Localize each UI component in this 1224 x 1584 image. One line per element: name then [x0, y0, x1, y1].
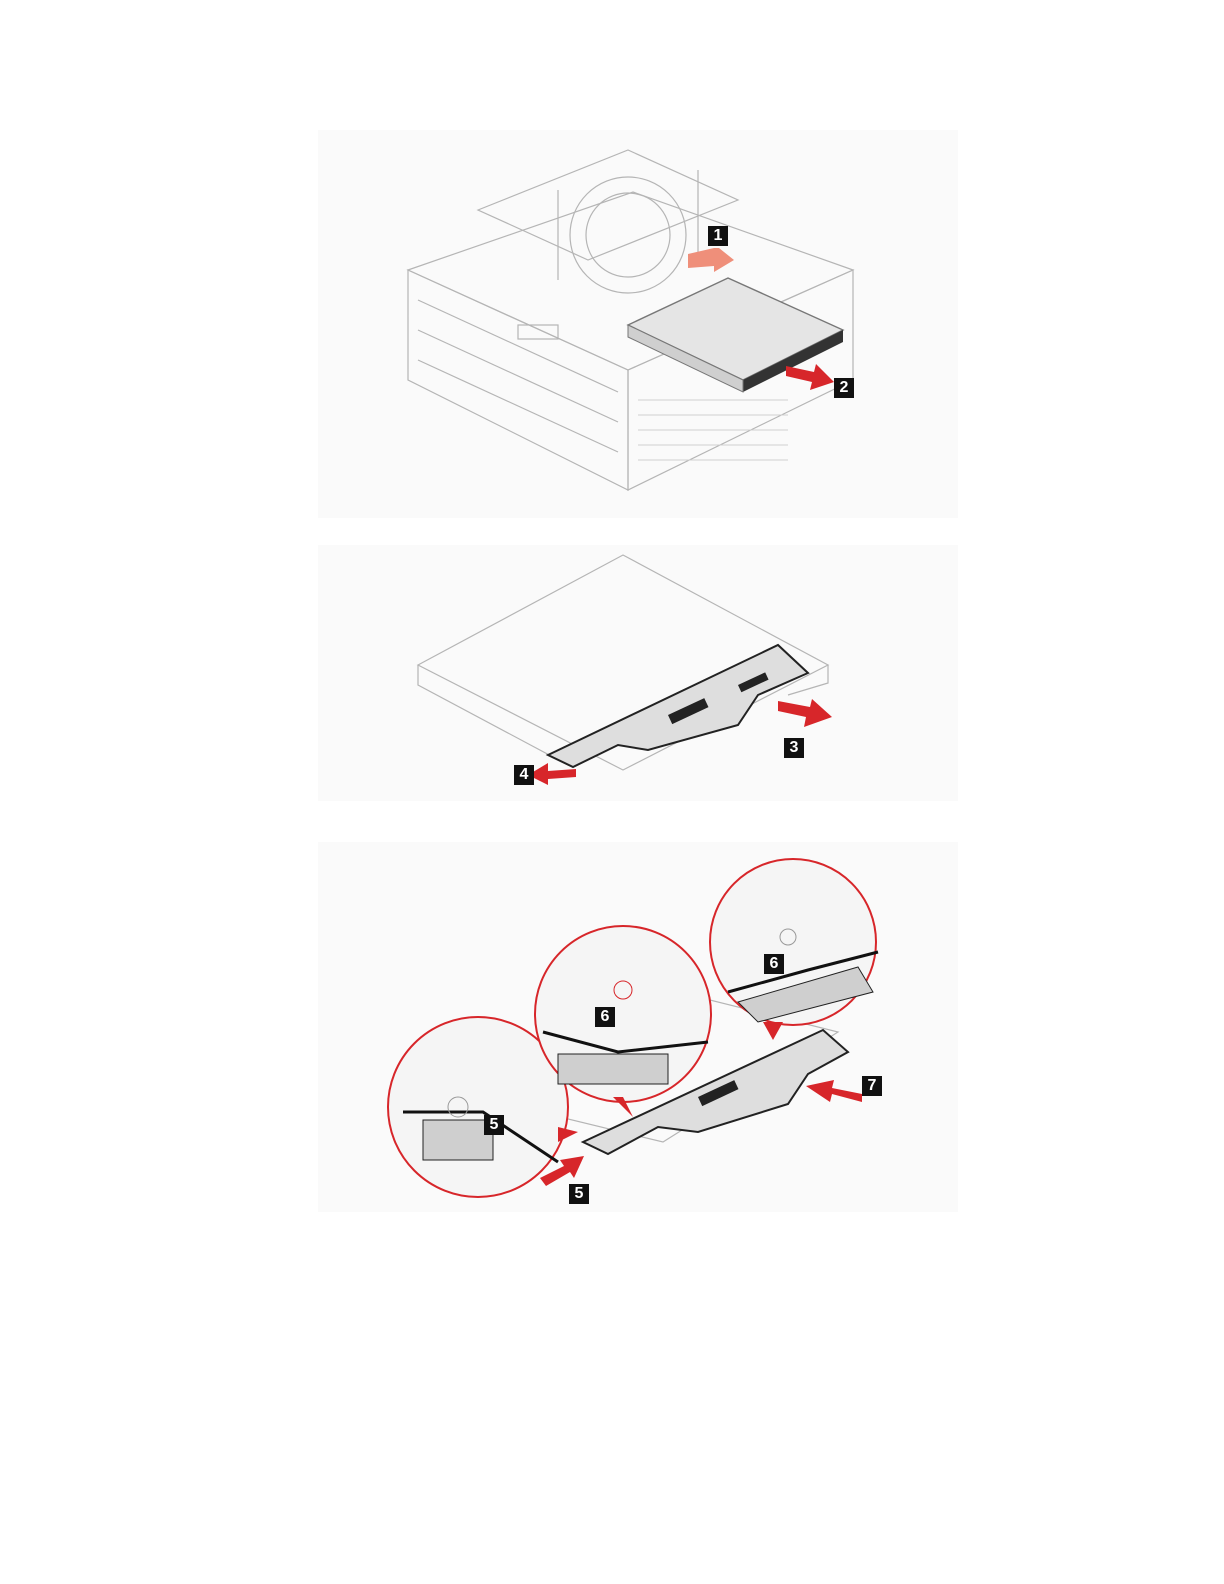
- detail-circle-6-right: [710, 859, 878, 1040]
- push-in-arrow-icon: [540, 1152, 584, 1186]
- drive-bracket-illustration: [318, 545, 958, 801]
- slide-out-arrow-icon: [778, 697, 834, 727]
- step-callout-7: 7: [862, 1076, 882, 1096]
- step-callout-4: 4: [514, 765, 534, 785]
- step-callout-1: 1: [708, 226, 728, 246]
- bracket-install-illustration: [318, 842, 958, 1212]
- step-callout-2: 2: [834, 378, 854, 398]
- step-callout-5: 5: [569, 1184, 589, 1204]
- figure-2-remove-bracket: 3 4: [318, 545, 958, 801]
- figure-1-remove-drive: 1 2: [318, 130, 958, 518]
- push-in-arrow-icon: [806, 1080, 862, 1110]
- step-callout-6-detail-right: 6: [764, 954, 784, 974]
- step-callout-3: 3: [784, 738, 804, 758]
- slide-out-arrow-icon: [786, 362, 836, 390]
- step-callout-6-detail-left: 6: [595, 1007, 615, 1027]
- release-arrow-icon: [528, 763, 576, 785]
- press-arrow-icon: [688, 248, 738, 274]
- figure-3-install-bracket: 5 6 6 5 7: [318, 842, 958, 1212]
- chassis-illustration: [318, 130, 958, 518]
- drive-bracket: [548, 645, 808, 767]
- step-callout-5-detail: 5: [484, 1115, 504, 1135]
